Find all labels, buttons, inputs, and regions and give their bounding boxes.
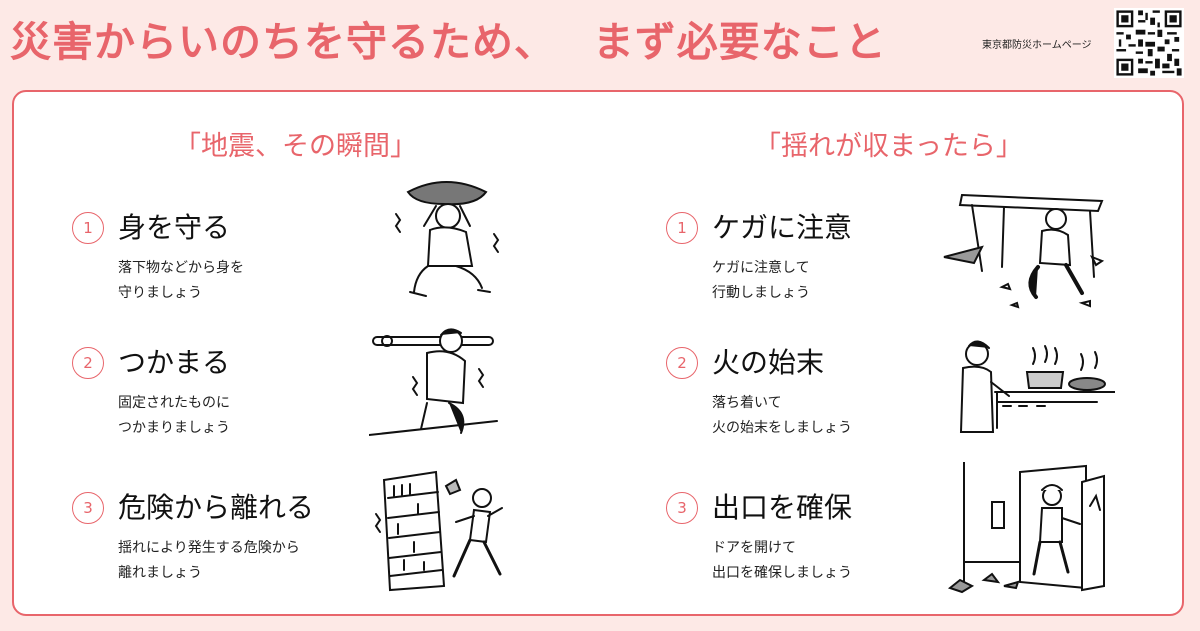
step-number: 3 xyxy=(72,492,104,524)
item-title: 出口を確保 xyxy=(712,491,853,524)
item-title: つかまる xyxy=(118,346,231,379)
item-desc: 落ち着いて火の始末をしましょう xyxy=(712,395,852,436)
secure-exit-illustration xyxy=(947,462,1105,594)
step-number: 2 xyxy=(666,347,698,379)
move-away-illustration xyxy=(374,470,503,592)
injury-caution-illustration xyxy=(943,193,1105,309)
item-desc: ドアを開けて出口を確保しましょう xyxy=(712,540,852,581)
page-title: 災害からいのちを守るため、 まず必要なこと xyxy=(10,18,887,66)
main-panel: 「地震、その瞬間」 1 身を守る 落下物などから身を守りましょう 2 つかまる … xyxy=(12,90,1184,616)
step-number: 3 xyxy=(666,492,698,524)
step-number: 1 xyxy=(72,212,104,244)
step-number: 2 xyxy=(72,347,104,379)
item-desc: 落下物などから身を守りましょう xyxy=(118,260,244,301)
site-label: 東京都防災ホームページ xyxy=(982,40,1092,51)
item-title: 火の始末 xyxy=(712,346,825,379)
item-desc: ケガに注意して行動しましょう xyxy=(712,260,810,301)
hold-on-illustration xyxy=(369,328,498,436)
item-desc: 揺れにより発生する危険から離れましょう xyxy=(118,540,300,581)
fire-control-illustration xyxy=(959,340,1115,433)
step-number: 1 xyxy=(666,212,698,244)
item-title: ケガに注意 xyxy=(712,211,853,244)
heading-after-shaking: 「揺れが収まったら」 xyxy=(754,131,1023,162)
heading-earthquake-moment: 「地震、その瞬間」 xyxy=(174,131,417,162)
item-title: 身を守る xyxy=(118,211,231,244)
qr-code xyxy=(1114,8,1184,78)
item-desc: 固定されたものにつかまりましょう xyxy=(118,395,230,436)
protect-head-illustration xyxy=(394,181,500,297)
item-title: 危険から離れる xyxy=(118,491,315,524)
